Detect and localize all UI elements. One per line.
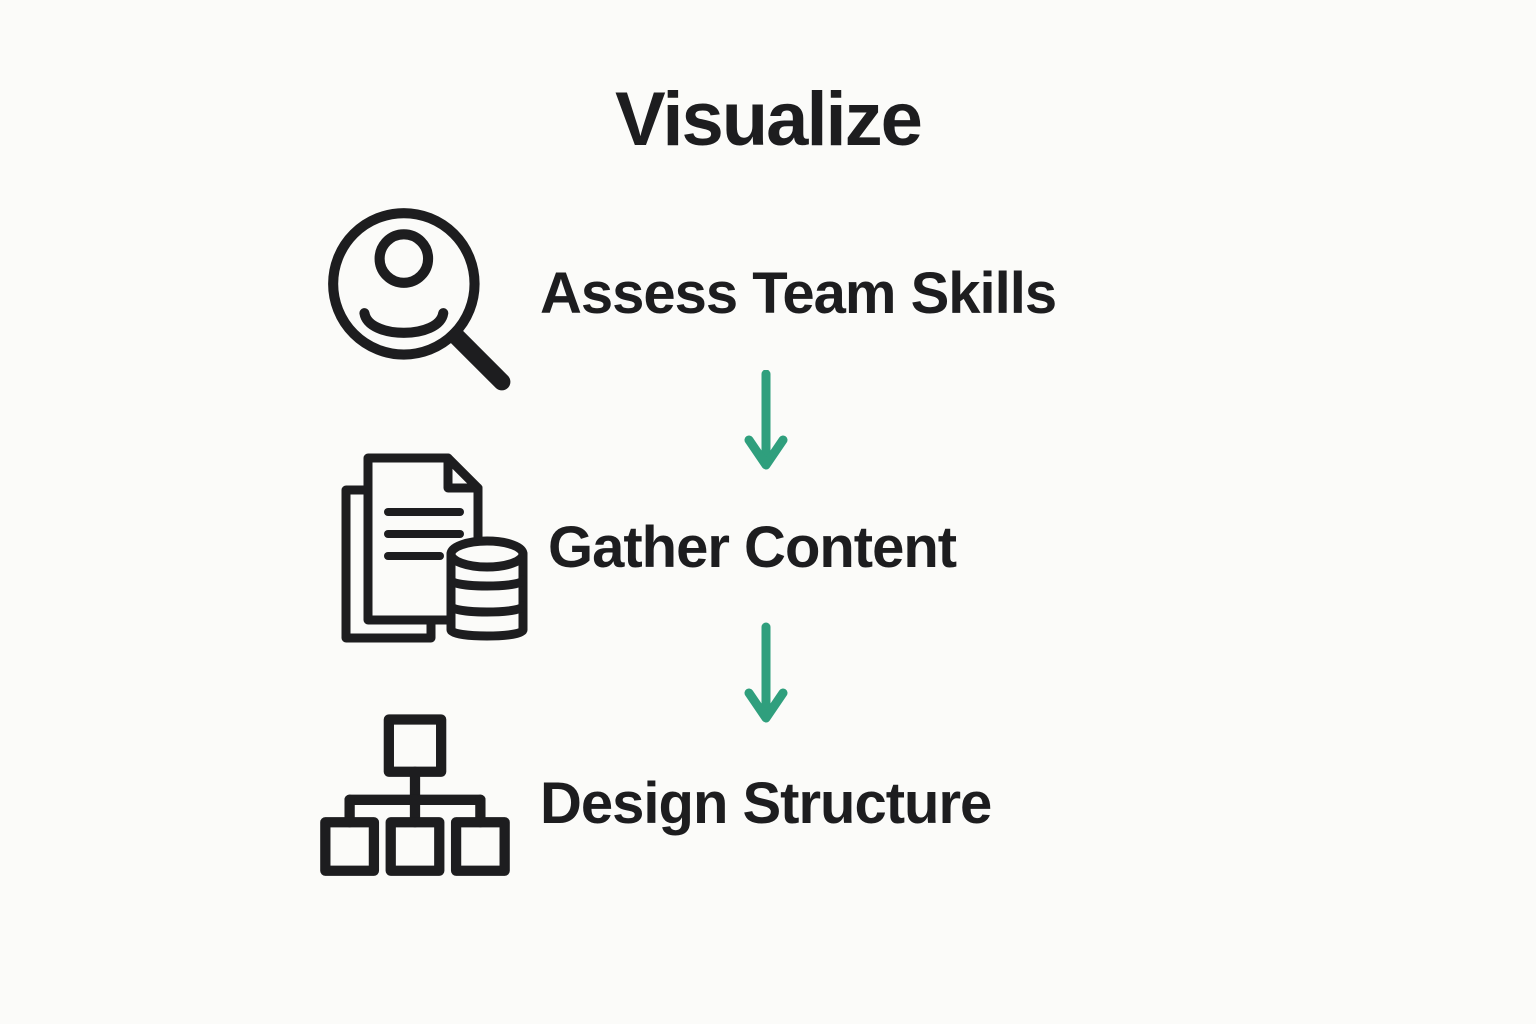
org-chart-icon xyxy=(316,708,514,886)
step-label-design-structure: Design Structure xyxy=(540,771,992,836)
step-label-assess-team-skills: Assess Team Skills xyxy=(540,261,1057,326)
down-arrow-icon xyxy=(744,370,788,474)
step-label-gather-content: Gather Content xyxy=(548,515,957,580)
diagram-title: Visualize xyxy=(615,77,923,162)
down-arrow-icon xyxy=(744,622,788,728)
documents-database-icon xyxy=(336,448,536,648)
person-search-icon xyxy=(316,198,522,400)
